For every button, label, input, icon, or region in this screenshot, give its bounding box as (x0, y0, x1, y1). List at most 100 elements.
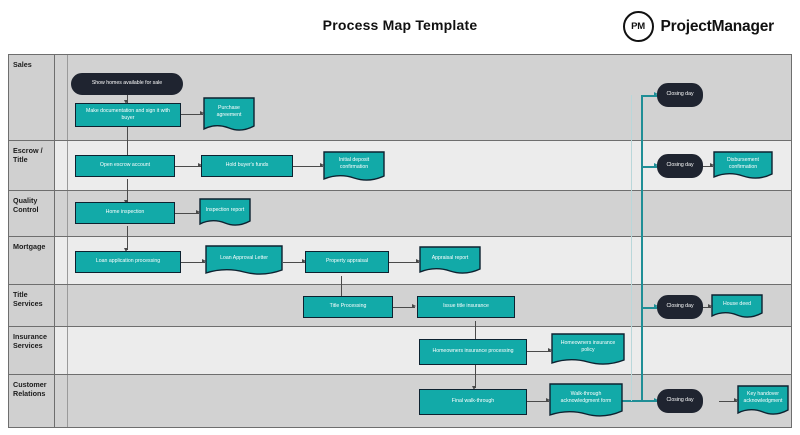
trunk-branch-customer (641, 400, 657, 402)
connector-closing-to-handover (719, 401, 737, 403)
document-shape-icon (199, 198, 251, 226)
node-issue-title-insurance[interactable]: Issue title insurance (417, 296, 515, 318)
node-open-escrow[interactable]: Open escrow account (75, 155, 175, 177)
lane-divider (67, 141, 69, 190)
connector-loan-app-to-letter (181, 262, 205, 264)
connector-homeowners-processing-to-policy (527, 351, 551, 353)
trunk-branch-escrow (641, 166, 657, 168)
lane-label-sales: Sales (13, 60, 32, 69)
node-final-walk-through[interactable]: Final walk-through (419, 389, 527, 415)
lane-divider (67, 285, 69, 326)
connector-funds-to-deposit (293, 166, 323, 168)
node-label: Purchase agreement (216, 105, 242, 119)
node-label: Inspection report (205, 207, 245, 214)
node-loan-application[interactable]: Loan application processing (75, 251, 181, 273)
arrow-right-icon (196, 210, 200, 215)
connector-escrow-to-funds (175, 166, 201, 168)
document-shape-icon (711, 294, 763, 318)
node-key-handover[interactable]: Key handover acknowledgment (737, 385, 789, 417)
arrow-right-icon (654, 397, 658, 402)
node-closing-day-title[interactable]: Closing day (657, 295, 703, 319)
connector-title-processing-to-insurance (393, 307, 415, 309)
node-house-deed[interactable]: House deed (711, 294, 763, 320)
arrow-right-icon (654, 163, 658, 168)
node-disbursement-confirmation[interactable]: Disbursement confirmation (713, 151, 773, 181)
connector-escrow-to-quality (127, 179, 129, 202)
brand-logo: PM ProjectManager (622, 11, 775, 42)
node-home-inspection[interactable]: Home inspection (75, 202, 175, 224)
connector-closing-to-disbursement (693, 166, 713, 168)
arrow-right-icon (734, 398, 738, 403)
document-shape-icon (551, 333, 625, 365)
node-label: Homeowners insurance policy (560, 340, 616, 354)
document-shape-icon (323, 151, 385, 181)
connector-sales-to-escrow (127, 127, 129, 158)
node-purchase-agreement[interactable]: Purchase agreement (203, 97, 255, 133)
node-hold-funds[interactable]: Hold buyer's funds (201, 155, 293, 177)
arrow-right-icon (546, 398, 550, 403)
page-title: Process Map Template (322, 17, 478, 33)
lane-label-title-services: Title Services (13, 290, 43, 308)
arrow-right-icon (200, 111, 204, 116)
lane-label-column (9, 55, 55, 427)
brand-name: ProjectManager (660, 17, 775, 35)
node-label: Disbursement confirmation (726, 156, 759, 170)
swimlane-insurance-services: Insurance Services (9, 327, 791, 375)
lane-divider (67, 375, 69, 427)
node-loan-approval-letter[interactable]: Loan Approval Letter (205, 245, 283, 277)
node-make-documentation[interactable]: Make documentation and sign it with buye… (75, 103, 181, 127)
page-header: Process Map Template PM ProjectManager (0, 0, 800, 50)
node-property-appraisal[interactable]: Property appraisal (305, 251, 389, 273)
document-shape-icon (737, 385, 789, 415)
trunk-segment-bottom (621, 400, 643, 402)
node-label: Initial deposit confirmation (338, 157, 370, 171)
node-homeowners-processing[interactable]: Homeowners insurance processing (419, 339, 527, 365)
lane-label-quality-control: Quality Control (13, 196, 39, 214)
swimlane-quality-control: Quality Control (9, 191, 791, 237)
node-initial-deposit[interactable]: Initial deposit confirmation (323, 151, 385, 183)
document-shape-icon (549, 383, 623, 417)
node-title-processing[interactable]: Title Processing (303, 296, 393, 318)
lane-label-customer-relations: Customer Relations (13, 380, 47, 398)
connector-letter-to-appraisal (283, 262, 305, 264)
node-label: Loan Approval Letter (220, 254, 268, 261)
lane-label-escrow-title: Escrow / Title (13, 146, 43, 164)
document-shape-icon (203, 97, 255, 131)
node-walk-through-form[interactable]: Walk-through acknowledgment form (549, 383, 623, 419)
connector-insurance-to-customer (475, 365, 477, 388)
node-label: Appraisal report (431, 255, 469, 262)
node-closing-day-customer[interactable]: Closing day (657, 389, 703, 413)
connector-appraisal-to-report (389, 262, 419, 264)
arrow-right-icon (548, 348, 552, 353)
connector-documentation-to-agreement (181, 114, 203, 116)
node-label: Key handover acknowledgment (743, 391, 783, 405)
arrow-down-icon (124, 248, 129, 252)
process-map-canvas: Sales Escrow / Title Quality Control Mor… (8, 54, 792, 428)
document-shape-icon (205, 245, 283, 275)
lane-divider (67, 237, 69, 284)
arrow-right-icon (302, 259, 306, 264)
arrow-right-icon (198, 163, 202, 168)
node-label: Walk-through acknowledgment form (560, 391, 612, 405)
lane-divider (67, 327, 69, 374)
arrow-right-icon (412, 304, 416, 309)
connector-mortgage-to-title (341, 276, 343, 298)
connector-walkthrough-to-form (527, 401, 549, 403)
node-label: House deed (723, 301, 751, 308)
connector-quality-to-mortgage (127, 226, 129, 250)
arrow-right-icon (710, 163, 714, 168)
node-homeowners-policy[interactable]: Homeowners insurance policy (551, 333, 625, 367)
arrow-right-icon (416, 259, 420, 264)
node-closing-day-escrow[interactable]: Closing day (657, 154, 703, 178)
arrow-down-icon (124, 100, 129, 104)
node-inspection-report[interactable]: Inspection report (199, 198, 251, 228)
node-show-homes[interactable]: Show homes available for sale (71, 73, 183, 95)
arrow-down-icon (472, 386, 477, 390)
node-closing-day-sales[interactable]: Closing day (657, 83, 703, 107)
arrow-right-icon (708, 304, 712, 309)
lane-label-mortgage: Mortgage (13, 242, 46, 251)
pm-circle-icon: PM (622, 11, 654, 42)
trunk-vertical-secondary (631, 95, 633, 401)
node-appraisal-report[interactable]: Appraisal report (419, 246, 481, 276)
arrow-right-icon (654, 92, 658, 97)
